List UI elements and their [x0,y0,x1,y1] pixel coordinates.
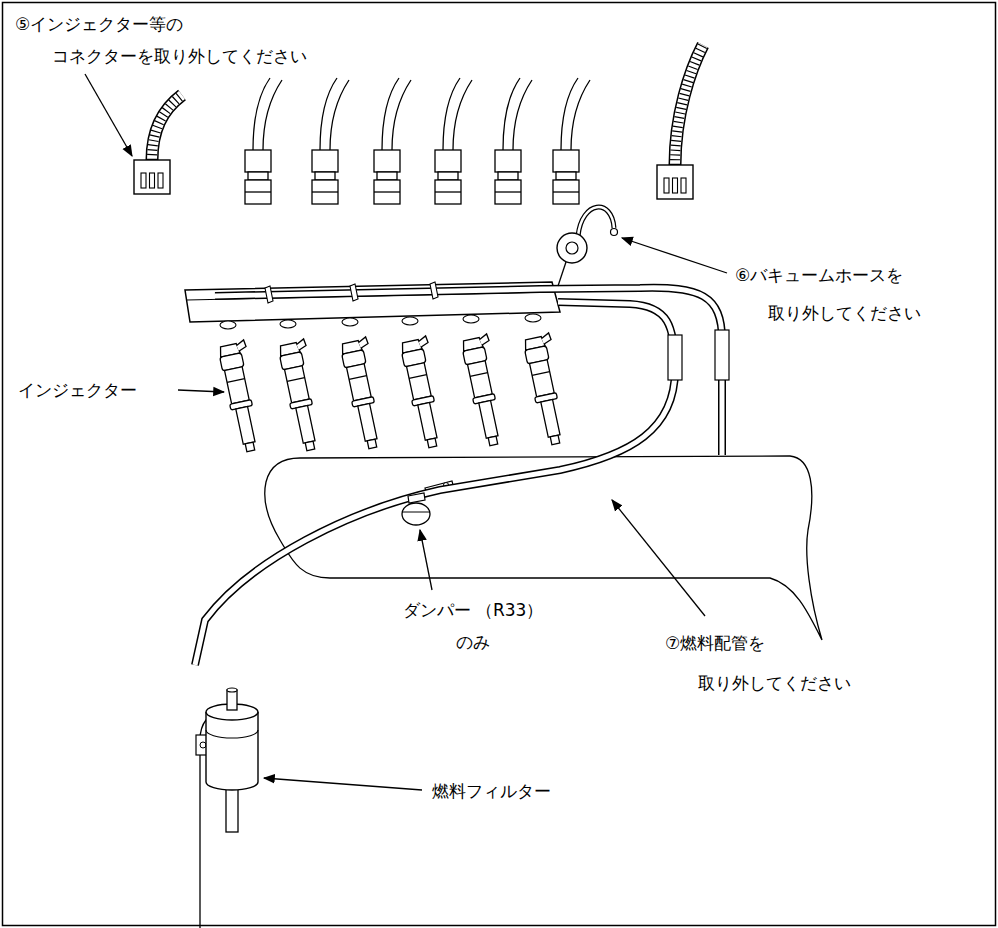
leader-arrow [178,390,224,392]
instruction-callout: ⑤インジェクター等の コネクターを取り外してください [15,8,342,72]
leader-arrow [420,530,432,590]
injector [339,337,389,450]
pipe-clamp [265,286,273,303]
corrugated-hose [675,45,703,165]
large-connector [657,45,703,199]
damper-nut [408,493,425,503]
injector-connector [374,78,411,204]
connector-body [134,160,170,194]
hose-sleeve [715,330,729,380]
connector-slot [673,178,678,193]
rail-socket [342,318,358,326]
leader-arrow [612,500,705,616]
injector [217,340,267,453]
connector-slot [150,173,155,188]
instruction-callout: ⑦燃料配管を 取り外してください [665,623,898,703]
part-name: 燃料フィルター [432,779,602,803]
connector-slot [664,178,669,193]
injector-connector [495,78,532,204]
large-connector [134,95,182,194]
injector-connector [553,78,590,204]
leader-arrow [85,74,132,156]
connector-slot [158,173,163,188]
injector-connector [245,78,282,204]
corrugated-hose [675,45,703,165]
rail-socket [220,321,236,329]
hose-sleeve [668,335,682,380]
injector-connector [435,78,472,204]
injector-connector [312,78,349,204]
leader-arrow [622,238,727,273]
rail-socket [402,317,418,325]
corrugated-hose [675,45,703,165]
injector [522,333,572,446]
housing-outline [200,712,258,928]
vacuum-hose [578,207,614,236]
pressure-regulator [557,233,587,263]
fuel-filter [206,730,258,738]
injector [399,336,449,449]
fuel-damper [402,503,430,525]
connector-slot [141,173,146,188]
connector-body [657,165,693,199]
instruction-callout: ⑥バキュームホースを 取り外してください [735,256,968,332]
vacuum-hose-end [611,229,618,236]
bracket-bolt [200,742,206,748]
frame [3,3,996,926]
corrugated-hose [152,95,182,160]
corrugated-hose [152,95,182,160]
filter-stem [227,690,237,710]
regulator-stem [558,262,566,286]
fuel-pipe [195,302,675,665]
filter-stem [227,688,237,692]
rail-socket [463,315,479,323]
vacuum-hose [578,207,614,236]
fuel-damper [402,512,430,513]
rail-socket [280,320,296,328]
connector-slot [681,178,686,193]
injector [277,339,327,452]
pipe-clamp [430,282,438,299]
pipe-clamp [350,284,358,301]
fuel-pipe [195,302,675,665]
pressure-regulator [566,242,578,254]
part-name: インジェクター [18,378,168,402]
rail-socket [525,314,541,322]
injector [460,334,510,447]
corrugated-hose [152,95,182,160]
part-name: ダンパー （R33）のみ [398,594,548,658]
fuel-filter [206,712,258,790]
leader-arrow [264,778,422,790]
